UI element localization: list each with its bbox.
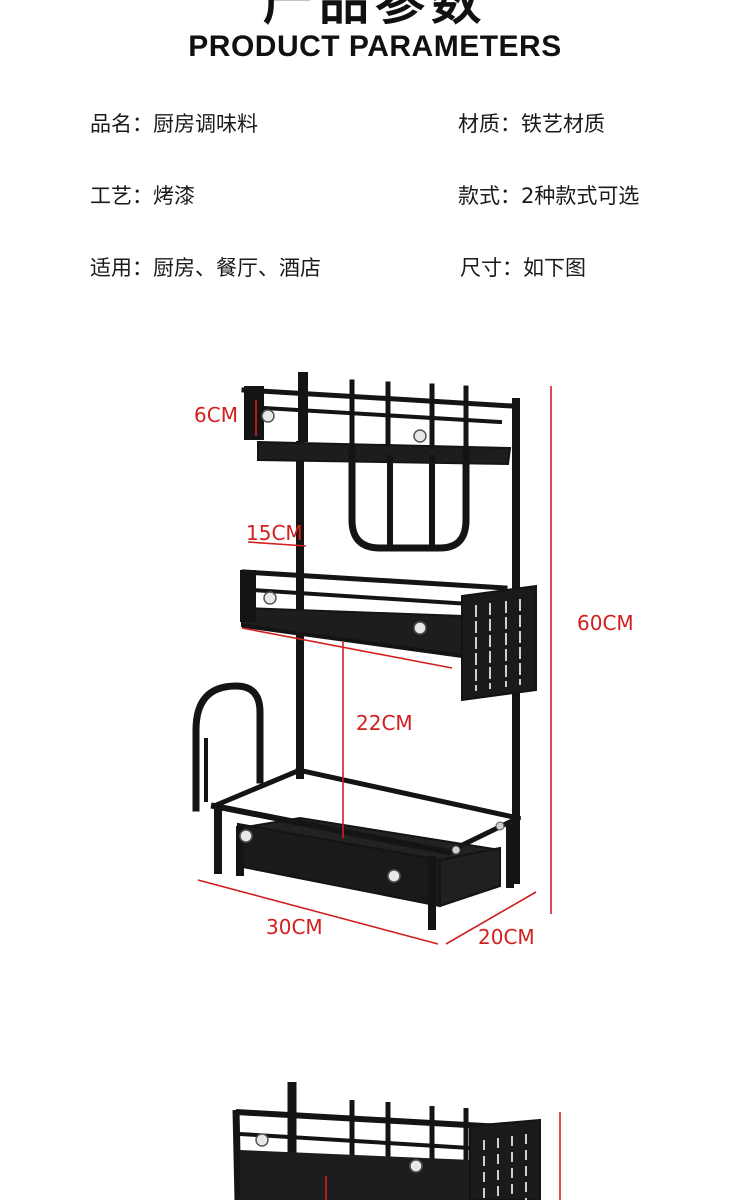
title-english: PRODUCT PARAMETERS: [188, 30, 562, 63]
param-label: 工艺: [90, 184, 153, 208]
dim-shelf-height: 6CM: [194, 403, 238, 427]
param-label: 品名: [90, 112, 153, 136]
param-label: 适用: [90, 256, 153, 280]
dim-total-height: 60CM: [577, 611, 634, 635]
param-value: 烤漆: [153, 184, 195, 208]
param-label: 尺寸: [460, 256, 523, 280]
param-value: 厨房、餐厅、酒店: [153, 256, 321, 280]
param-material: 材质铁艺材质: [458, 108, 605, 138]
param-size: 尺寸如下图: [460, 252, 586, 282]
param-label: 材质: [458, 112, 521, 136]
dimension-lines: [197, 386, 552, 945]
param-usage: 适用厨房、餐厅、酒店: [90, 252, 321, 282]
dim-shelf-gap: 22CM: [356, 711, 413, 735]
dimension-labels: 6CM 15CM 22CM 60CM 30CM 20CM: [194, 403, 634, 949]
title-chinese: 产品参数: [263, 0, 487, 31]
param-value: 铁艺材质: [521, 112, 605, 136]
rack-illustration: [192, 372, 537, 930]
dim-depth: 20CM: [478, 925, 535, 949]
dim-shelf-depth: 15CM: [246, 521, 303, 545]
param-style: 款式2种款式可选: [458, 180, 639, 210]
param-value: 如下图: [523, 256, 586, 280]
second-rack-preview: [232, 1082, 561, 1200]
param-value: 2种款式可选: [521, 184, 640, 208]
param-name: 品名厨房调味料: [90, 108, 258, 138]
param-craft: 工艺烤漆: [90, 180, 195, 210]
dim-width: 30CM: [266, 915, 323, 939]
param-label: 款式: [458, 184, 521, 208]
param-value: 厨房调味料: [153, 112, 258, 136]
